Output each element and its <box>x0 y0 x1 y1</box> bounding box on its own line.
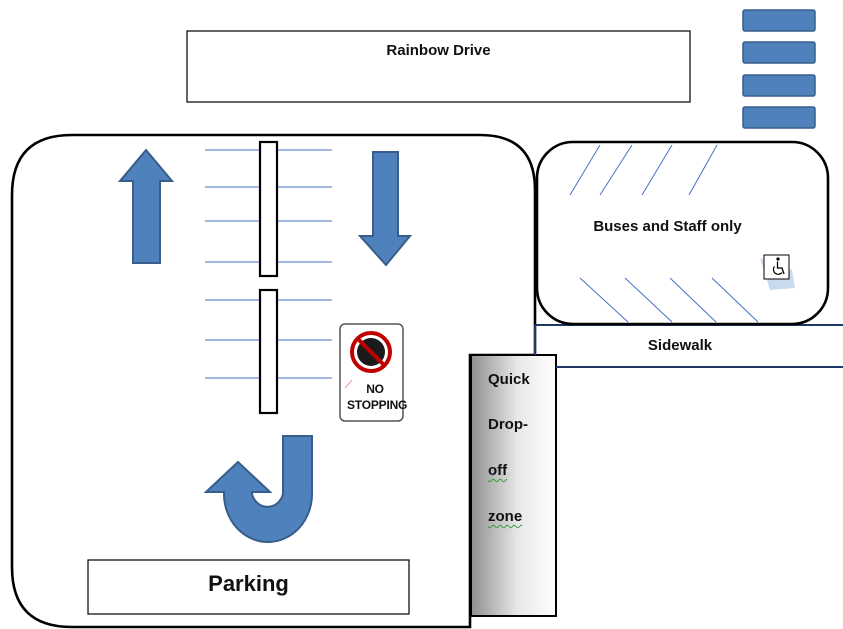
dropoff-label-line4: zone <box>488 508 523 525</box>
dropoff-label-line2: Drop- <box>488 416 528 433</box>
bus-marker <box>742 74 816 97</box>
sidewalk-label: Sidewalk <box>647 337 713 354</box>
diagonal-stripe <box>569 144 601 196</box>
parking-box <box>87 559 410 615</box>
u-turn-arrow <box>203 435 313 543</box>
bus-area-stripes <box>569 144 759 323</box>
sign-text-line1: NO <box>366 382 384 396</box>
sign-text-line2: STOPPING <box>347 398 408 412</box>
dropoff-label-line1: Quick <box>488 371 530 388</box>
diagonal-stripe <box>688 144 718 196</box>
bus-staff-area <box>535 140 830 326</box>
bus-area-label: Buses and Staff only <box>593 218 742 235</box>
no-stopping-icon <box>350 331 392 373</box>
rainbow-drive-label: Rainbow Drive <box>386 42 491 59</box>
up-arrow <box>117 148 175 264</box>
diagonal-stripe <box>599 144 633 196</box>
bus-bay-markers <box>742 9 816 129</box>
diagonal-stripe <box>711 277 759 323</box>
pedestrian-mark <box>344 379 353 389</box>
bus-marker <box>742 9 816 32</box>
diagonal-stripe <box>669 277 717 323</box>
dropoff-zone <box>470 354 557 617</box>
down-arrow <box>357 151 413 267</box>
diagonal-stripe <box>641 144 673 196</box>
no-stopping-sign <box>339 323 404 422</box>
median-divider-bottom <box>258 288 279 415</box>
diagonal-stripe <box>579 277 629 323</box>
bus-marker <box>742 106 816 129</box>
wheelchair-accessible-icon <box>760 254 795 290</box>
bus-marker <box>742 41 816 64</box>
median-divider-top <box>258 140 279 278</box>
diagonal-stripe <box>624 277 673 323</box>
dropoff-label-line3: off <box>488 462 508 479</box>
main-lot-outline <box>10 133 537 629</box>
rainbow-drive-box <box>186 30 691 103</box>
parking-label: Parking <box>208 571 289 596</box>
